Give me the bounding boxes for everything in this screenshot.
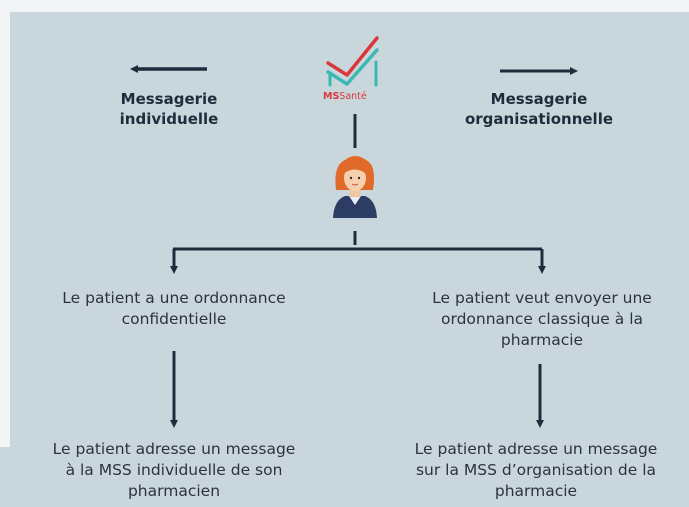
logo-ms: MS — [323, 91, 340, 102]
left-condition-text: Le patient a une ordonnance confidentiel… — [24, 288, 324, 330]
right-condition-line: pharmacie — [500, 331, 584, 349]
left-action-line: pharmacien — [127, 482, 221, 500]
logo-sante: Santé — [339, 91, 367, 102]
right-heading: Messagerie organisationnelle — [459, 89, 619, 129]
right-heading-line1: Messagerie — [490, 90, 588, 108]
right-condition-line: Le patient veut envoyer une — [432, 289, 652, 307]
left-heading-line1: Messagerie — [120, 90, 218, 108]
left-action-line: Le patient adresse un message — [52, 440, 296, 458]
diagram-panel — [10, 12, 689, 507]
right-condition-line: ordonnance classique à la — [441, 310, 643, 328]
right-action-line: sur la MSS d’organisation de la — [415, 461, 657, 479]
left-heading: Messagerie individuelle — [94, 89, 244, 129]
right-action-text: Le patient adresse un message sur la MSS… — [383, 439, 689, 502]
right-heading-line2: organisationnelle — [464, 110, 614, 128]
mssante-logo-icon — [326, 36, 379, 87]
right-action-line: Le patient adresse un message — [414, 440, 658, 458]
left-action-text: Le patient adresse un message à la MSS i… — [24, 439, 324, 502]
right-condition-text: Le patient veut envoyer une ordonnance c… — [392, 288, 689, 351]
right-action-line: pharmacie — [494, 482, 578, 500]
logo-wordmark: MSSanté — [323, 91, 383, 102]
left-condition-line: confidentielle — [121, 310, 227, 328]
left-action-line: à la MSS individuelle de son — [65, 461, 283, 479]
left-heading-line2: individuelle — [119, 110, 219, 128]
patient-avatar-icon — [333, 156, 377, 218]
bottom-band — [0, 447, 689, 507]
left-condition-line: Le patient a une ordonnance — [62, 289, 286, 307]
